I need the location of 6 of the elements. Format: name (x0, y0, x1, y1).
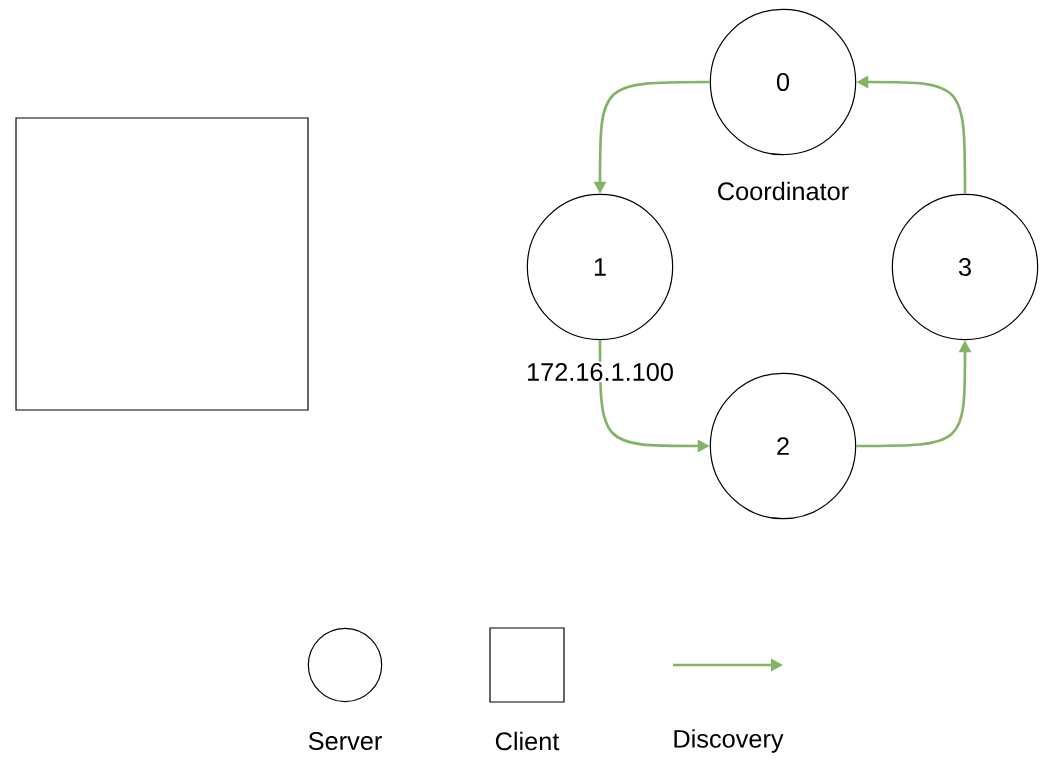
legend-label: Discovery (674, 729, 784, 753)
client-box (15, 117, 309, 411)
legend-label: Server (308, 732, 382, 750)
node-caption: Coordinator (715, 180, 851, 202)
node-caption: 172.16.1.100 (524, 361, 676, 383)
legend-label: Client (495, 731, 560, 751)
